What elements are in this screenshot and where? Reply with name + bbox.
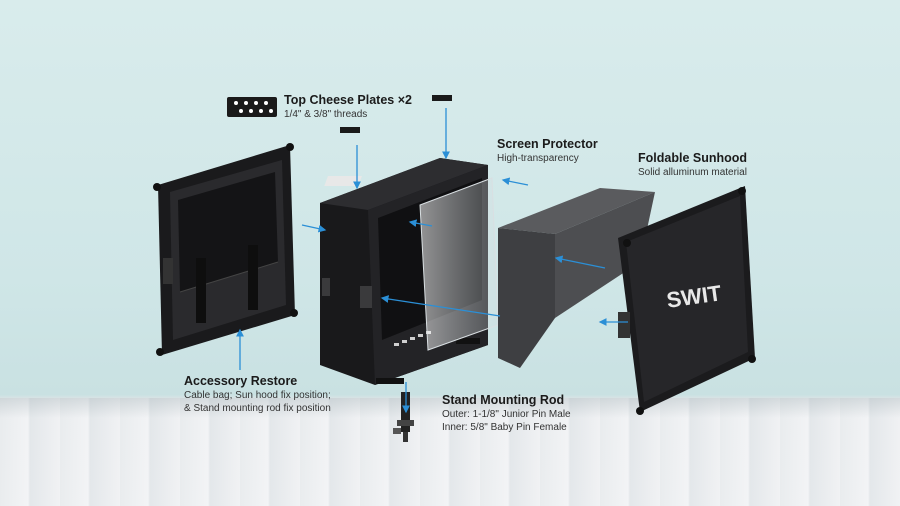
stand-rod-sub2: Inner: 5/8" Baby Pin Female: [442, 422, 567, 433]
screen-protector-sub: High-transparency: [497, 153, 579, 164]
accessory-title: Accessory Restore: [184, 374, 298, 388]
front-cover: [618, 186, 756, 415]
sunhood: [498, 188, 655, 368]
cheese-plate-small-2: [340, 127, 360, 133]
screen-protector-panel: [419, 177, 499, 351]
cheese-plates-sub: 1/4" & 3/8" threads: [284, 109, 368, 120]
cheese-plates-title: Top Cheese Plates ×2: [284, 93, 412, 107]
screen-protector-title: Screen Protector: [497, 137, 598, 151]
cheese-plate: [227, 97, 277, 117]
accessory-label: Accessory Restore Cable bag; Sun hood fi…: [184, 374, 331, 415]
floor: [0, 398, 900, 506]
sunhood-title: Foldable Sunhood: [638, 151, 748, 165]
sunhood-label: Foldable Sunhood Solid alluminum materia…: [638, 151, 747, 179]
accessory-lid: [153, 143, 298, 356]
stand-rod-label: Stand Mounting Rod Outer: 1-1/8" Junior …: [442, 393, 571, 434]
callout-arrows: [236, 108, 628, 414]
stand-mounting-rod: [393, 392, 414, 442]
cheese-plates-label: Top Cheese Plates ×2 1/4" & 3/8" threads: [284, 93, 412, 121]
stand-rod-sub1: Outer: 1-1/8" Junior Pin Male: [442, 409, 571, 420]
sunhood-sub: Solid alluminum material: [638, 167, 747, 178]
screen-protector-label: Screen Protector High-transparency: [497, 137, 598, 165]
accessory-sub1: Cable bag; Sun hood fix position;: [184, 390, 331, 401]
cheese-plate-small-1: [432, 95, 452, 101]
accessory-sub2: & Stand mounting rod fix position: [184, 403, 331, 414]
stand-rod-title: Stand Mounting Rod: [442, 393, 565, 407]
